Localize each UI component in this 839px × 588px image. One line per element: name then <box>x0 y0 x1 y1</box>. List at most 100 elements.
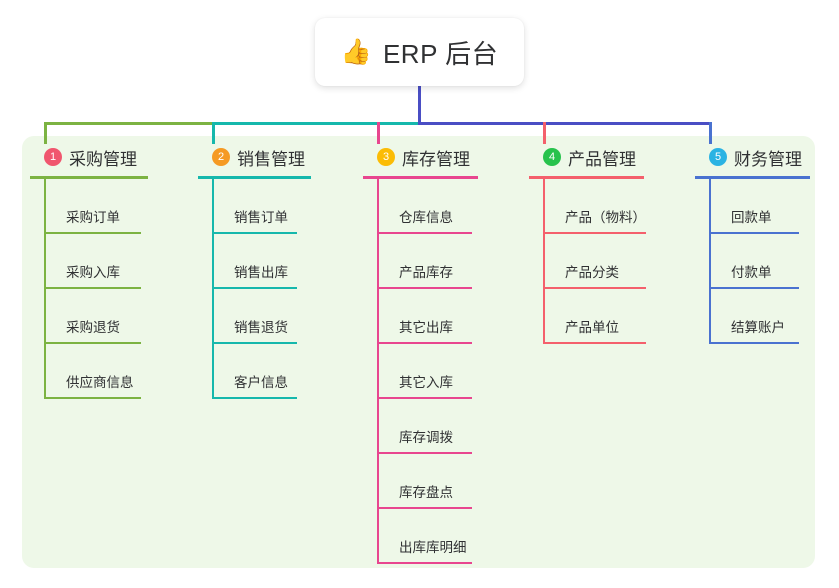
column-title-3: 库存管理 <box>402 149 470 169</box>
menu-item[interactable]: 其它出库 <box>363 289 513 344</box>
menu-item[interactable]: 库存盘点 <box>363 454 513 509</box>
column-stem-4 <box>543 179 545 344</box>
menu-item-label: 采购订单 <box>66 210 120 225</box>
menu-item[interactable]: 采购退货 <box>30 289 180 344</box>
menu-item[interactable]: 采购订单 <box>30 179 180 234</box>
column-title-5: 财务管理 <box>734 149 802 169</box>
column-header-rule-5 <box>695 176 810 179</box>
bus-segment-3 <box>418 122 712 125</box>
menu-item-rule <box>377 507 472 509</box>
menu-item[interactable]: 供应商信息 <box>30 344 180 399</box>
menu-item-label: 产品单位 <box>565 320 619 335</box>
menu-item-label: 产品（物料） <box>565 210 646 225</box>
menu-item-rule <box>543 287 646 289</box>
column-items-3: 仓库信息产品库存其它出库其它入库库存调拨库存盘点出库库明细 <box>363 179 513 564</box>
menu-item-label: 仓库信息 <box>399 210 453 225</box>
menu-item[interactable]: 回款单 <box>695 179 825 234</box>
menu-item-rule <box>709 232 799 234</box>
menu-item-rule <box>44 342 141 344</box>
column-header-1[interactable]: 1 采购管理 <box>30 144 180 170</box>
menu-item-label: 客户信息 <box>234 375 288 390</box>
column-1: 1 采购管理采购订单采购入库采购退货供应商信息 <box>30 144 180 399</box>
root-trunk-connector <box>418 86 421 124</box>
menu-item-rule <box>212 397 297 399</box>
column-stem-1 <box>44 179 46 399</box>
column-header-rule-2 <box>198 176 311 179</box>
menu-item[interactable]: 采购入库 <box>30 234 180 289</box>
column-2: 2 销售管理销售订单销售出库销售退货客户信息 <box>198 144 348 399</box>
menu-item-rule <box>709 342 799 344</box>
column-5: 5 财务管理回款单付款单结算账户 <box>695 144 825 344</box>
menu-item-label: 销售出库 <box>234 265 288 280</box>
column-items-4: 产品（物料） 产品分类产品单位 <box>529 179 679 344</box>
column-title-2: 销售管理 <box>237 149 305 169</box>
column-header-2[interactable]: 2 销售管理 <box>198 144 348 170</box>
menu-item-label: 付款单 <box>731 265 772 280</box>
column-header-5[interactable]: 5 财务管理 <box>695 144 825 170</box>
column-stem-5 <box>709 179 711 344</box>
menu-item-rule <box>377 287 472 289</box>
column-badge-5: 5 <box>709 148 727 166</box>
menu-item[interactable]: 结算账户 <box>695 289 825 344</box>
menu-item[interactable]: 产品（物料） <box>529 179 679 234</box>
column-header-rule-3 <box>363 176 478 179</box>
menu-item-rule <box>44 287 141 289</box>
menu-item-rule <box>212 342 297 344</box>
column-items-1: 采购订单采购入库采购退货供应商信息 <box>30 179 180 399</box>
column-stem-2 <box>212 179 214 399</box>
menu-item[interactable]: 客户信息 <box>198 344 348 399</box>
menu-item[interactable]: 其它入库 <box>363 344 513 399</box>
column-header-rule-1 <box>30 176 148 179</box>
column-badge-1: 1 <box>44 148 62 166</box>
drop-connector-1 <box>44 122 47 144</box>
menu-item-rule <box>212 287 297 289</box>
menu-item-rule <box>212 232 297 234</box>
menu-item-rule <box>44 232 141 234</box>
menu-item-label: 回款单 <box>731 210 772 225</box>
column-items-5: 回款单付款单结算账户 <box>695 179 825 344</box>
thumbs-up-icon: 👍 <box>340 37 372 66</box>
menu-item[interactable]: 产品分类 <box>529 234 679 289</box>
menu-item-rule <box>543 342 646 344</box>
menu-item[interactable]: 产品库存 <box>363 234 513 289</box>
column-badge-4: 4 <box>543 148 561 166</box>
menu-item[interactable]: 销售出库 <box>198 234 348 289</box>
root-node-title: ERP 后台 <box>382 38 499 69</box>
menu-item[interactable]: 库存调拨 <box>363 399 513 454</box>
bus-segment-2 <box>212 122 421 125</box>
menu-item-label: 库存盘点 <box>399 485 453 500</box>
column-title-1: 采购管理 <box>69 149 137 169</box>
menu-item-rule <box>377 397 472 399</box>
menu-item[interactable]: 产品单位 <box>529 289 679 344</box>
menu-item[interactable]: 出库库明细 <box>363 509 513 564</box>
column-header-rule-4 <box>529 176 644 179</box>
menu-item-label: 销售退货 <box>234 320 288 335</box>
menu-item-rule <box>377 452 472 454</box>
menu-item[interactable]: 销售订单 <box>198 179 348 234</box>
column-badge-2: 2 <box>212 148 230 166</box>
menu-item-label: 其它出库 <box>399 320 453 335</box>
menu-item[interactable]: 仓库信息 <box>363 179 513 234</box>
column-stem-3 <box>377 179 379 564</box>
drop-connector-3 <box>377 122 380 144</box>
menu-item-label: 供应商信息 <box>66 375 134 390</box>
menu-item-label: 采购退货 <box>66 320 120 335</box>
menu-item[interactable]: 付款单 <box>695 234 825 289</box>
menu-item-rule <box>44 397 141 399</box>
menu-item-label: 产品库存 <box>399 265 453 280</box>
menu-item[interactable]: 销售退货 <box>198 289 348 344</box>
menu-item-label: 结算账户 <box>731 320 785 335</box>
menu-item-label: 出库库明细 <box>399 540 467 555</box>
diagram-panel <box>22 136 815 568</box>
menu-item-rule <box>377 562 472 564</box>
column-items-2: 销售订单销售出库销售退货客户信息 <box>198 179 348 399</box>
menu-item-label: 销售订单 <box>234 210 288 225</box>
drop-connector-5 <box>709 122 712 144</box>
drop-connector-4 <box>543 122 546 144</box>
root-node-card[interactable]: 👍 ERP 后台 <box>315 18 524 86</box>
menu-item-label: 库存调拨 <box>399 430 453 445</box>
